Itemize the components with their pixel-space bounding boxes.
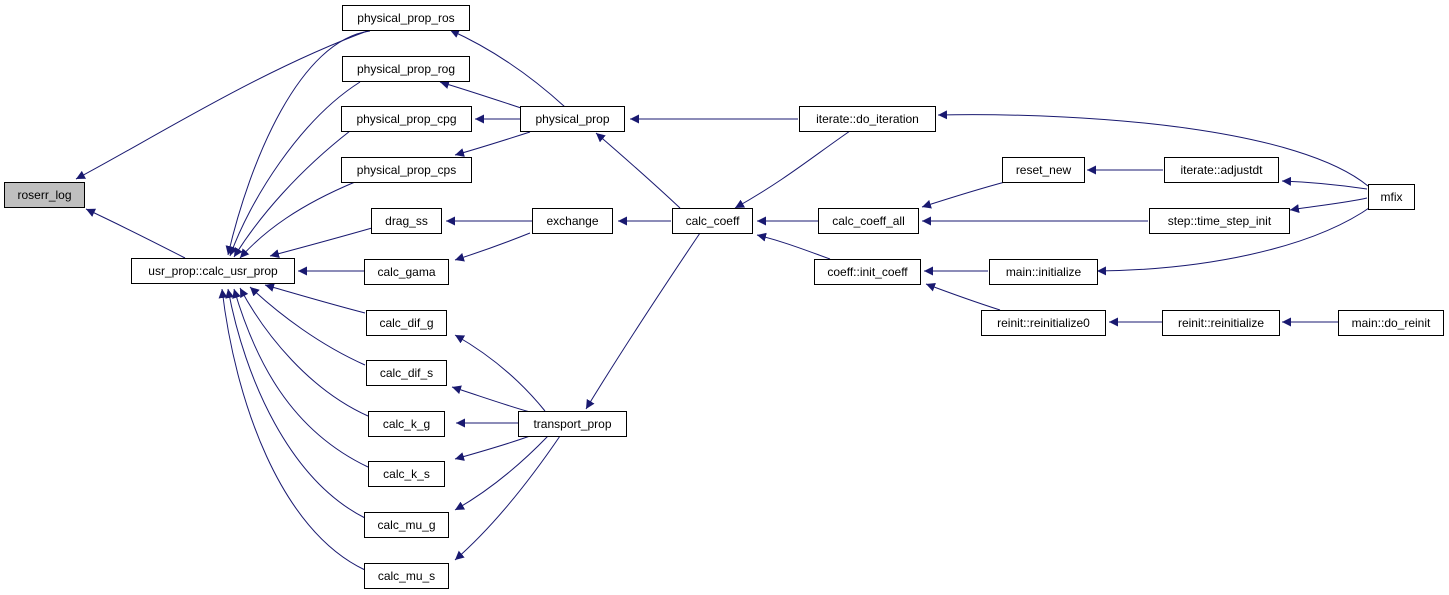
- node-calc-dif-s[interactable]: calc_dif_s: [366, 360, 447, 386]
- svg-text:usr_prop::calc_usr_prop: usr_prop::calc_usr_prop: [148, 264, 278, 278]
- edge-tp-ks: [454, 435, 531, 461]
- edge-tp-difs: [451, 385, 531, 413]
- svg-text:drag_ss: drag_ss: [385, 214, 428, 228]
- node-calc-coeff[interactable]: calc_coeff: [672, 208, 753, 234]
- svg-text:physical_prop_rog: physical_prop_rog: [357, 62, 455, 76]
- node-calc-k-s[interactable]: calc_k_s: [368, 461, 445, 487]
- edge-rn-cca: [921, 181, 1006, 209]
- edge-tp-difg: [454, 334, 546, 412]
- svg-text:coeff::init_coeff: coeff::init_coeff: [827, 265, 908, 279]
- svg-text:calc_k_s: calc_k_s: [383, 467, 430, 481]
- node-reset-new[interactable]: reset_new: [1002, 157, 1085, 183]
- edge-cc-pp: [595, 132, 681, 209]
- svg-text:transport_prop: transport_prop: [533, 417, 611, 431]
- edge-tp-mus: [454, 435, 561, 561]
- edge-mfix-mi: [1096, 205, 1373, 276]
- svg-text:calc_coeff_all: calc_coeff_all: [832, 214, 905, 228]
- svg-text:reinit::reinitialize: reinit::reinitialize: [1178, 316, 1264, 330]
- svg-text:iterate::adjustdt: iterate::adjustdt: [1180, 163, 1263, 177]
- edge-mfix-tsi: [1289, 197, 1368, 214]
- node-drag-ss[interactable]: drag_ss: [371, 208, 442, 234]
- node-physical-prop-ros[interactable]: physical_prop_ros: [342, 5, 470, 31]
- edge-pp-cps: [454, 131, 531, 157]
- svg-text:calc_k_g: calc_k_g: [383, 417, 430, 431]
- node-calc-coeff-all[interactable]: calc_coeff_all: [818, 208, 919, 234]
- node-calc-k-g[interactable]: calc_k_g: [368, 411, 445, 437]
- svg-text:physical_prop_cps: physical_prop_cps: [357, 163, 456, 177]
- edge-r0-ic: [925, 282, 1001, 311]
- edge-mus-calcusr: [218, 288, 366, 571]
- svg-text:physical_prop_ros: physical_prop_ros: [357, 11, 454, 25]
- node-do-iteration[interactable]: iterate::do_iteration: [799, 106, 936, 132]
- node-init-coeff[interactable]: coeff::init_coeff: [814, 259, 921, 285]
- svg-text:main::initialize: main::initialize: [1006, 265, 1082, 279]
- edge-di-cc: [734, 130, 851, 209]
- edge-kg-calcusr: [239, 287, 369, 417]
- node-calc-mu-s[interactable]: calc_mu_s: [364, 563, 449, 589]
- svg-text:calc_gama: calc_gama: [377, 265, 435, 279]
- node-transport-prop[interactable]: transport_prop: [518, 411, 627, 437]
- node-physical-prop-cps[interactable]: physical_prop_cps: [341, 157, 472, 183]
- svg-text:calc_dif_g: calc_dif_g: [379, 316, 433, 330]
- svg-text:iterate::do_iteration: iterate::do_iteration: [816, 112, 919, 126]
- node-roserr-log[interactable]: roserr_log: [4, 182, 85, 208]
- edge-cps-calcusr: [239, 181, 356, 259]
- svg-text:physical_prop: physical_prop: [535, 112, 609, 126]
- svg-text:exchange: exchange: [546, 214, 598, 228]
- edge-ros-calcusr: [225, 30, 371, 256]
- edge-ks-calcusr: [232, 288, 369, 468]
- node-physical-prop[interactable]: physical_prop: [520, 106, 625, 132]
- node-time-step-init[interactable]: step::time_step_init: [1149, 208, 1290, 234]
- node-calc-dif-g[interactable]: calc_dif_g: [366, 310, 447, 336]
- node-adjustdt[interactable]: iterate::adjustdt: [1164, 157, 1279, 183]
- edge-mug-calcusr: [225, 288, 366, 519]
- svg-text:calc_coeff: calc_coeff: [686, 214, 740, 228]
- node-reinit-reinitialize[interactable]: reinit::reinitialize: [1162, 310, 1280, 336]
- svg-text:calc_dif_s: calc_dif_s: [380, 366, 433, 380]
- node-mfix[interactable]: mfix: [1368, 184, 1415, 210]
- svg-text:calc_mu_s: calc_mu_s: [378, 569, 435, 583]
- svg-text:reset_new: reset_new: [1016, 163, 1072, 177]
- node-do-reinit[interactable]: main::do_reinit: [1338, 310, 1444, 336]
- edge-calcusr-roserr: [85, 208, 186, 259]
- edge-mfix-adj: [1281, 176, 1368, 190]
- edge-dragss-calcusr: [269, 227, 373, 259]
- node-reinitialize0[interactable]: reinit::reinitialize0: [981, 310, 1106, 336]
- edge-rog-calcusr: [228, 81, 361, 257]
- edge-cpg-calcusr: [233, 130, 351, 258]
- edges: [75, 29, 1373, 571]
- svg-text:roserr_log: roserr_log: [17, 188, 71, 202]
- edge-ros-roserr: [75, 29, 371, 180]
- svg-text:reinit::reinitialize0: reinit::reinitialize0: [997, 316, 1090, 330]
- svg-text:calc_mu_g: calc_mu_g: [377, 518, 435, 532]
- svg-text:mfix: mfix: [1381, 190, 1403, 204]
- edge-cc-tp: [585, 232, 701, 410]
- edge-pp-ros: [449, 29, 566, 108]
- edge-mfix-di: [937, 110, 1369, 187]
- edge-difg-calcusr: [264, 283, 366, 314]
- edge-ic-cc: [756, 232, 831, 260]
- svg-text:physical_prop_cpg: physical_prop_cpg: [356, 112, 456, 126]
- node-calc-gama[interactable]: calc_gama: [364, 259, 449, 285]
- node-physical-prop-rog[interactable]: physical_prop_rog: [342, 56, 470, 82]
- edge-difs-calcusr: [249, 286, 366, 366]
- svg-text:step::time_step_init: step::time_step_init: [1168, 214, 1272, 228]
- node-calc-mu-g[interactable]: calc_mu_g: [364, 512, 449, 538]
- node-physical-prop-cpg[interactable]: physical_prop_cpg: [341, 106, 472, 132]
- node-exchange[interactable]: exchange: [532, 208, 613, 234]
- edge-exchange-gama: [454, 232, 531, 262]
- svg-text:main::do_reinit: main::do_reinit: [1352, 316, 1431, 330]
- edge-tp-mug: [454, 435, 549, 511]
- node-main-initialize[interactable]: main::initialize: [989, 259, 1098, 285]
- node-calc-usr-prop[interactable]: usr_prop::calc_usr_prop: [131, 258, 295, 284]
